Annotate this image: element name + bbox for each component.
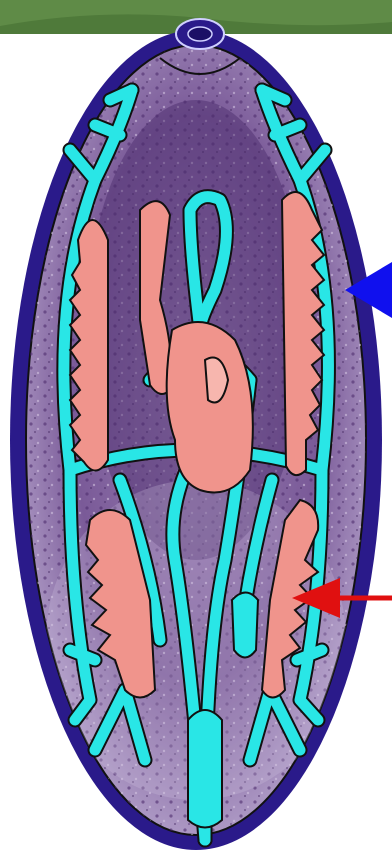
excretory-bladder <box>188 710 222 828</box>
